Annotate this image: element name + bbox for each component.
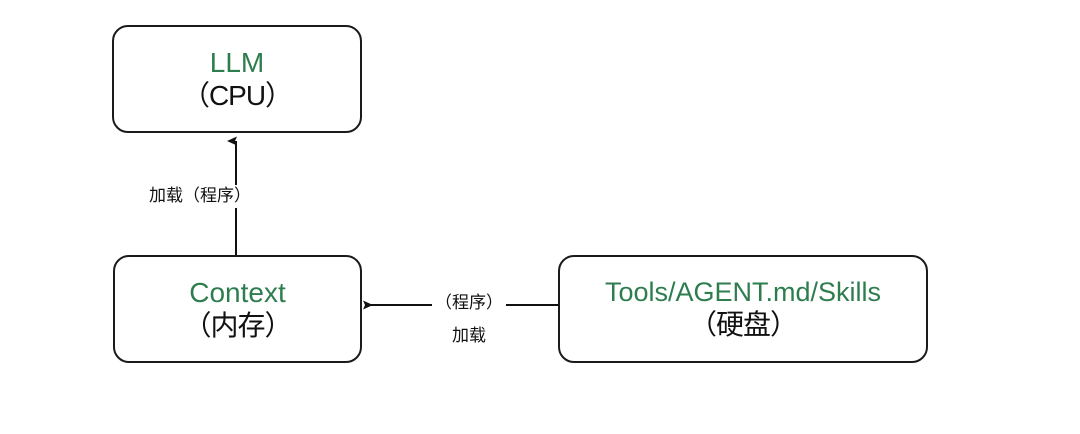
- edge-label-tools-to-context-line2: 加载: [452, 325, 486, 345]
- node-context[interactable]: Context （内存）: [113, 255, 362, 363]
- edge-label-tools-to-context-line1: （程序）: [435, 293, 503, 312]
- node-llm[interactable]: LLM （CPU）: [112, 25, 362, 133]
- node-tools-title: Tools/AGENT.md/Skills: [604, 276, 882, 307]
- edge-label-context-to-llm: 加载（程序）: [146, 185, 254, 208]
- node-llm-subtitle: （CPU）: [181, 80, 293, 111]
- node-llm-title: LLM: [209, 46, 265, 78]
- node-context-title: Context: [189, 276, 286, 308]
- node-context-subtitle: （内存）: [183, 310, 292, 341]
- node-tools-subtitle: （硬盘）: [688, 309, 798, 341]
- node-tools[interactable]: Tools/AGENT.md/Skills （硬盘）: [558, 255, 928, 363]
- edge-label-tools-to-context: （程序） 加载: [432, 292, 506, 348]
